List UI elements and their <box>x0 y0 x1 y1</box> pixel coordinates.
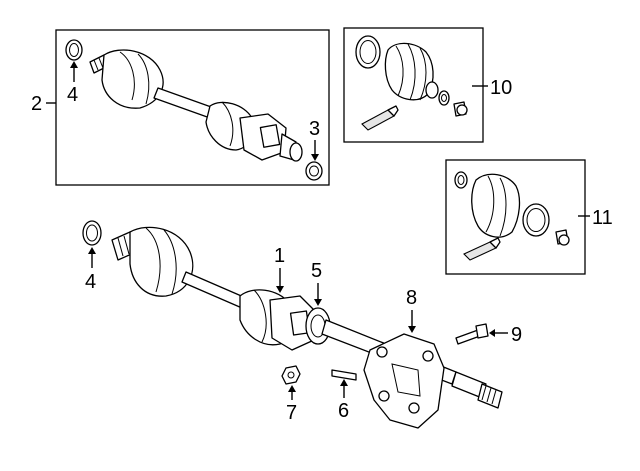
callout-2: 2 <box>31 93 42 115</box>
callout-4-main: 4 <box>85 271 96 293</box>
callout-7: 7 <box>286 402 297 424</box>
callout-10: 10 <box>490 77 512 99</box>
main-axle-drawing <box>82 220 503 429</box>
callout-3: 3 <box>309 118 320 140</box>
callout-9: 9 <box>511 324 522 346</box>
outer-boot-kit-drawing <box>355 35 468 131</box>
callout-11: 11 <box>592 207 613 229</box>
callout-4-box: 4 <box>67 84 78 106</box>
inset-box-inner-boot-kit <box>445 159 586 275</box>
callout-5: 5 <box>311 260 322 282</box>
inset-box-axle-assembly <box>55 29 330 186</box>
inset-box-outer-boot-kit <box>343 27 484 143</box>
callout-6: 6 <box>338 400 349 422</box>
axle-assembly-drawing <box>65 39 323 181</box>
inner-boot-kit-drawing <box>454 171 570 261</box>
callout-1: 1 <box>274 245 285 267</box>
callout-8: 8 <box>406 287 417 309</box>
